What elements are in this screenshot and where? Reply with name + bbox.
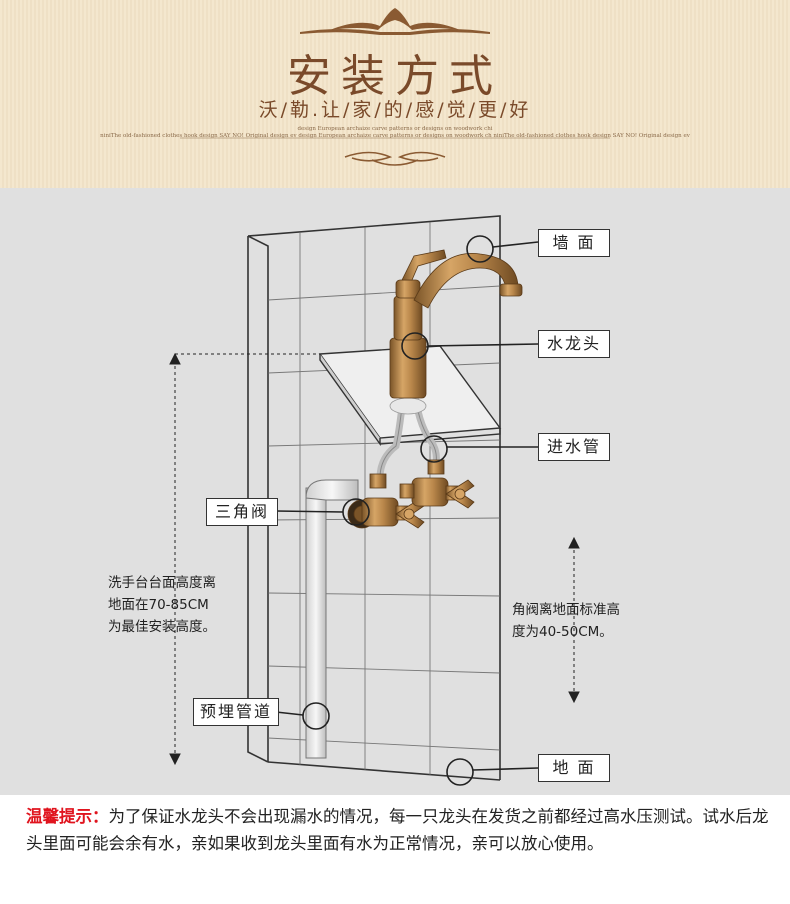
label-embedded-pipe: 预埋管道 <box>193 698 279 726</box>
faucet-drawing <box>389 249 523 415</box>
header-banner: 安装方式 沃/勒.让/家/的/感/觉/更/好 design European a… <box>0 0 790 188</box>
crown-ornament-icon <box>300 8 490 35</box>
note-line: 地面在70-85CM <box>108 597 209 613</box>
label-faucet: 水龙头 <box>538 330 610 358</box>
installation-diagram: 墙 面 水龙头 进水管 三角阀 预埋管道 地 面 洗手台台面高度离 地面在70-… <box>0 188 790 795</box>
note-counter-height: 洗手台台面高度离 地面在70-85CM 为最佳安装高度。 <box>108 572 216 638</box>
tip-label: 温馨提示： <box>26 807 109 826</box>
label-wall: 墙 面 <box>538 229 610 257</box>
page-title: 安装方式 <box>287 51 503 102</box>
callout-lines <box>275 241 539 771</box>
header-ornaments <box>180 8 610 166</box>
embedded-pipe <box>305 479 359 759</box>
note-line: 洗手台台面高度离 <box>108 575 216 591</box>
warm-tip: 温馨提示：为了保证水龙头不会出现漏水的情况，每一只龙头在发货之前都经过高水压测试… <box>26 803 776 857</box>
diagram-drawing <box>169 215 580 786</box>
tip-text: 为了保证水龙头不会出现漏水的情况，每一只龙头在发货之前都经过高水压测试。试水后龙… <box>26 807 769 853</box>
callout-circles <box>302 235 494 786</box>
header-texture <box>0 0 790 188</box>
dimension-left <box>169 352 320 766</box>
flourish-ornament-icon <box>344 151 446 166</box>
page-subtitle: 沃/勒.让/家/的/感/觉/更/好 <box>258 99 532 121</box>
dimension-right <box>568 536 580 704</box>
decor-text-mid: niniThe old-fashioned clothes hook desig… <box>100 133 690 139</box>
angle-valve-right <box>399 459 475 509</box>
label-floor: 地 面 <box>538 754 610 782</box>
wall-outline <box>247 215 501 781</box>
label-inlet-pipe: 进水管 <box>538 433 610 461</box>
note-line: 度为40-50CM。 <box>512 624 613 640</box>
note-valve-height: 角阀离地面标准高 度为40-50CM。 <box>512 599 620 643</box>
note-line: 为最佳安装高度。 <box>108 619 216 635</box>
decor-text-top: design European archaize carve patterns … <box>297 126 493 132</box>
label-angle-valve: 三角阀 <box>206 498 278 526</box>
note-line: 角阀离地面标准高 <box>512 602 620 618</box>
angle-valve-left <box>347 473 425 529</box>
